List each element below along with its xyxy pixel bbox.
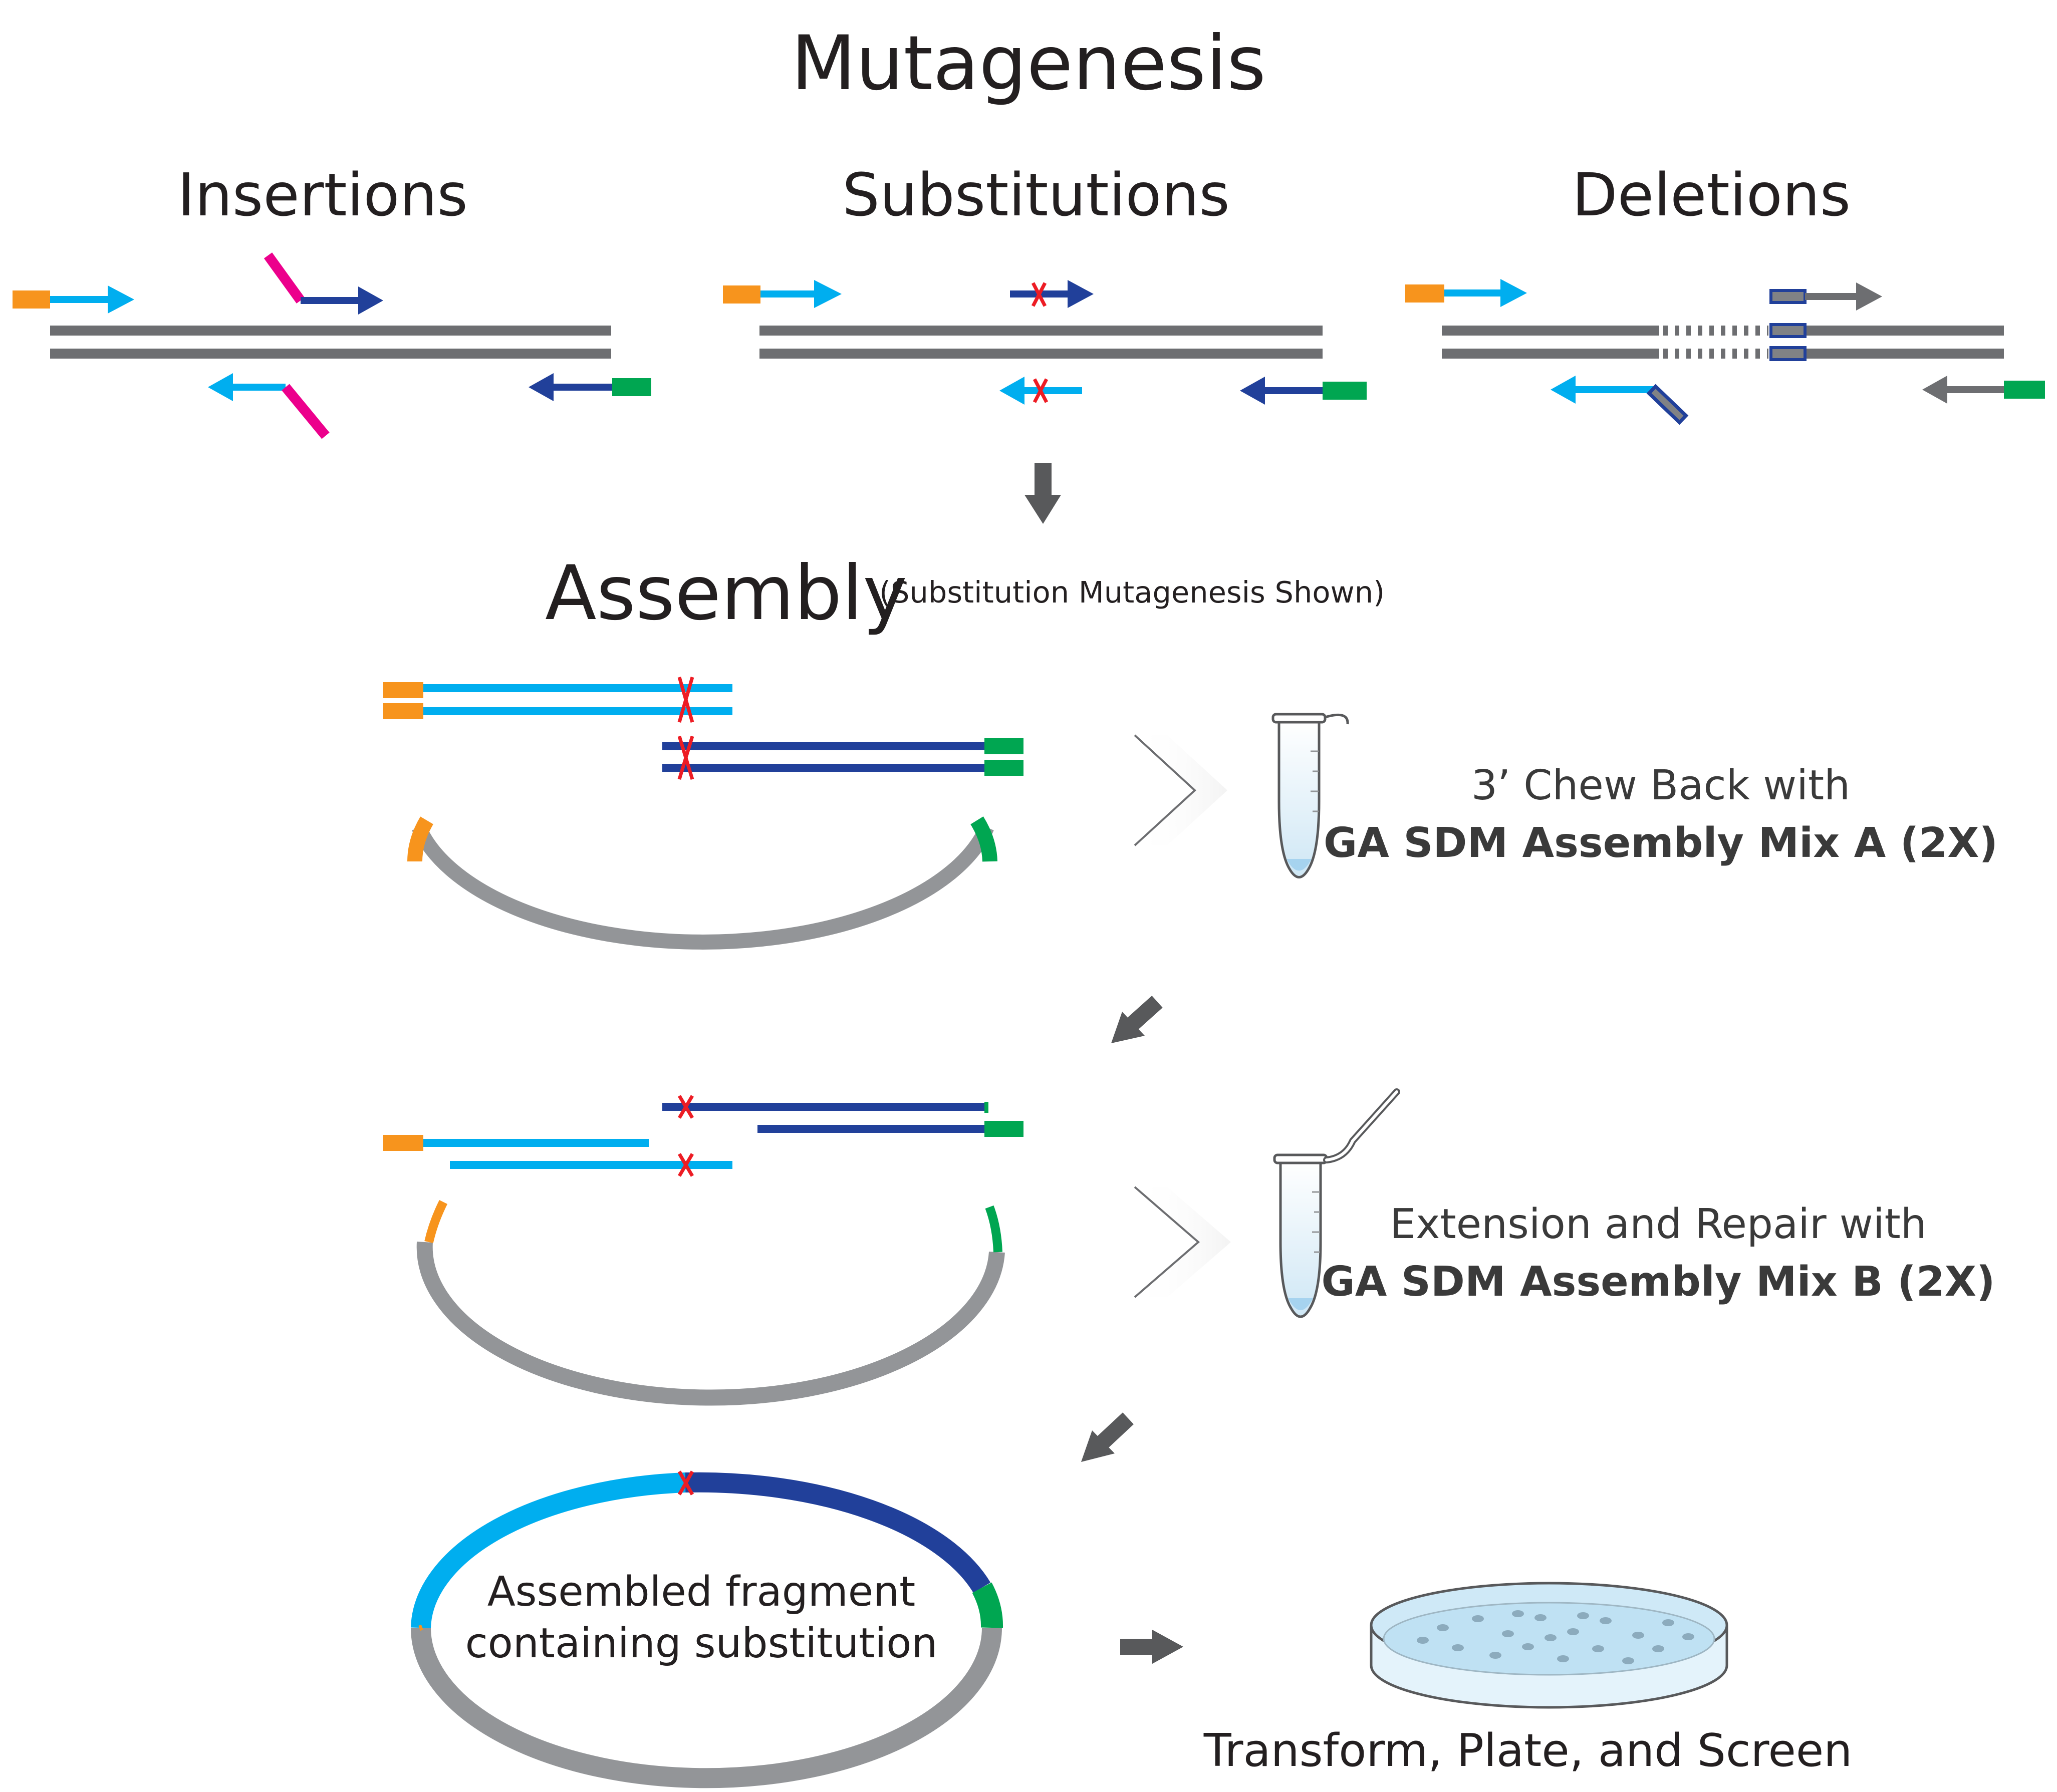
orange-overlap-block: [13, 290, 50, 309]
orange-end: [383, 1135, 423, 1151]
vector-arc: [416, 1242, 1005, 1406]
deleted-region: [1663, 326, 1768, 359]
extension-line2: GA SDM Assembly Mix B (2X): [1321, 1258, 1995, 1306]
down-arrow-icon: [1024, 463, 1061, 524]
mutation-marks: [677, 677, 694, 780]
tube-b-icon: [1273, 1088, 1400, 1318]
plasmid-dark-blue: [685, 1472, 991, 1593]
boxed-region-bottom: [1769, 346, 1807, 361]
chevron-icon: [1134, 1186, 1231, 1298]
orange-overlap-block: [1405, 284, 1444, 303]
final-step-label: Transform, Plate, and Screen: [1203, 1724, 1853, 1777]
mutation-mark: [1033, 378, 1049, 403]
forward-primer-arrowhead: [108, 285, 134, 314]
petri-dish-icon: [1370, 1582, 1728, 1709]
diag-arrow-icon: [1111, 996, 1163, 1043]
orange-end-top: [383, 682, 423, 698]
insertions-panel: [13, 252, 651, 439]
chew-back-line2: GA SDM Assembly Mix A (2X): [1324, 819, 1998, 867]
reverse-primer-arrowhead: [529, 373, 554, 401]
deletion-primer-tail-inner: [1651, 389, 1684, 420]
vector-orange-end: [424, 1200, 448, 1244]
plasmid-gray-lower: [411, 1627, 1002, 1788]
orange-end-bottom: [383, 703, 423, 719]
deletions-panel: [1405, 279, 2045, 425]
insert-tail: [264, 252, 305, 304]
vector-green-end: [970, 816, 997, 862]
mutagenic-primer-arrowhead: [1068, 280, 1094, 308]
boxed-region-top: [1769, 323, 1807, 338]
substitutions-heading: Substitutions: [842, 160, 1230, 229]
deletion-primer-arrowhead: [1856, 282, 1882, 311]
tube-a-icon: [1271, 713, 1349, 878]
green-overlap-block: [2004, 381, 2045, 399]
chew-back-label: 3’ Chew Back with GA SDM Assembly Mix A …: [1285, 757, 2036, 872]
reverse-primer-arrowhead: [1240, 377, 1265, 405]
orange-overlap-block: [723, 285, 760, 304]
colony-dots: [1417, 1610, 1694, 1664]
forward-primer-arrowhead: [1500, 279, 1527, 307]
plasmid-green: [972, 1582, 1003, 1628]
assembly-step2-fragments: [383, 1095, 1023, 1406]
extension-line1: Extension and Repair with: [1390, 1201, 1927, 1248]
assembled-line1: Assembled fragment: [487, 1568, 916, 1616]
reverse-deletion-primer-arrowhead: [1551, 376, 1576, 404]
mutation-marks: [677, 1095, 694, 1177]
chew-back-line1: 3’ Chew Back with: [1471, 762, 1851, 809]
green-end: [984, 1121, 1023, 1137]
reverse-insertion-primer-arrowhead: [208, 373, 233, 401]
extension-label: Extension and Repair with GA SDM Assembl…: [1282, 1196, 2034, 1311]
substitutions-panel: [723, 280, 1367, 405]
deletions-heading: Deletions: [1572, 160, 1851, 229]
assembly-heading: Assembly: [545, 550, 907, 637]
reverse-primer-arrowhead: [1922, 376, 1947, 404]
insertion-primer-arrowhead: [358, 286, 383, 315]
green-end-top: [984, 738, 1023, 754]
assembled-plasmid: [411, 1472, 1003, 1788]
mutation-mark: [677, 1470, 694, 1496]
forward-primer-arrowhead: [814, 280, 842, 308]
plasmid-light-blue: [411, 1472, 686, 1628]
assembly-step1-fragments: [383, 677, 1023, 950]
green-end-bottom: [984, 760, 1023, 776]
primer-overlap-box: [1769, 289, 1807, 304]
chevron-icon: [1134, 734, 1227, 846]
mutation-mark: [1031, 282, 1047, 307]
assembly-subtitle: (Substitution Mutagenesis Shown): [879, 575, 1385, 610]
plasmid-orange-seam: [418, 1624, 423, 1631]
assembled-line2: containing substitution: [465, 1619, 938, 1667]
green-overlap-block: [1323, 382, 1367, 400]
vector-arc: [412, 824, 994, 950]
vector-orange-end: [407, 816, 434, 862]
page-title: Mutagenesis: [791, 20, 1266, 107]
assembled-fragment-label: Assembled fragment containing substituti…: [451, 1567, 952, 1669]
reverse-mutagenic-primer-arrowhead: [999, 377, 1024, 405]
green-overlap-block: [612, 378, 651, 396]
insertions-heading: Insertions: [177, 160, 468, 229]
vector-green-end: [985, 1205, 1002, 1253]
diag-arrow-icon: [1081, 1412, 1134, 1462]
insert-tail-bottom: [282, 384, 330, 439]
green-stub: [984, 1102, 988, 1113]
right-arrow-icon: [1120, 1630, 1183, 1664]
